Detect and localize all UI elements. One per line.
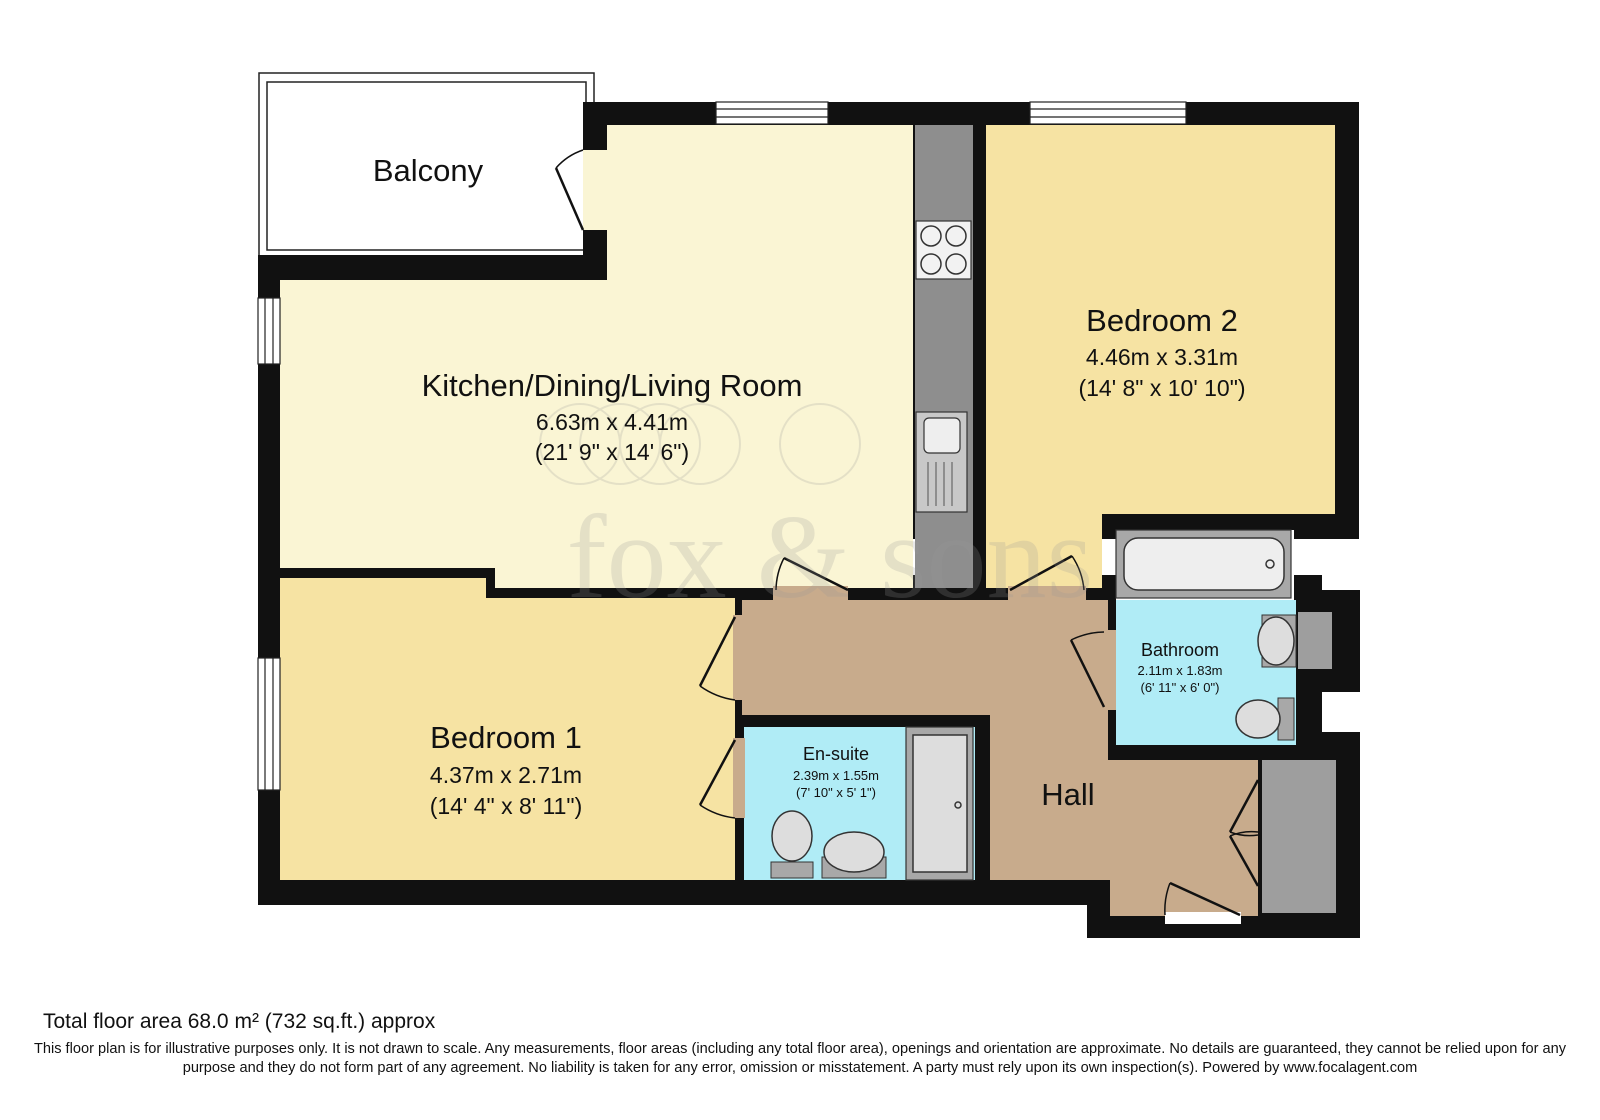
total-floor-area: Total floor area 68.0 m² (732 sq.ft.) ap… xyxy=(43,1010,436,1033)
bathroom-label: Bathroom xyxy=(1141,640,1219,660)
bathroom-imperial: (6' 11" x 6' 0") xyxy=(1141,680,1220,695)
disclaimer: This floor plan is for illustrative purp… xyxy=(33,1041,1567,1076)
kitchen-label: Kitchen/Dining/Living Room xyxy=(422,368,803,403)
door-swing-icon xyxy=(554,149,1260,924)
balcony-area xyxy=(258,72,595,259)
floor-plan: fox & sons Balcony Kitchen/Dining/Living… xyxy=(257,72,1362,938)
room-fills xyxy=(280,125,1336,916)
window-icon xyxy=(257,101,1187,791)
room-labels: Balcony Kitchen/Dining/Living Room 6.63m… xyxy=(373,153,1246,819)
bedroom2-imperial: (14' 8" x 10' 10") xyxy=(1078,375,1245,401)
hall-floor xyxy=(742,600,1258,916)
bedroom2-floor xyxy=(986,125,1335,588)
wall-notches xyxy=(1322,540,1362,732)
bedroom2-label: Bedroom 2 xyxy=(1086,303,1238,338)
kitchen-worktop xyxy=(915,125,986,588)
bathroom-fixtures xyxy=(1115,529,1297,741)
ensuite-label: En-suite xyxy=(803,744,869,764)
toilet-icon xyxy=(1235,697,1295,741)
kitchen-imperial: (21' 9" x 14' 6") xyxy=(535,439,689,465)
hob-icon xyxy=(915,220,972,280)
kitchen-floor xyxy=(280,125,913,588)
hall-label: Hall xyxy=(1041,777,1094,812)
ensuite-metric: 2.39m x 1.55m xyxy=(793,768,879,783)
watermark: fox & sons xyxy=(539,403,1094,623)
kitchen-metric: 6.63m x 4.41m xyxy=(536,409,688,435)
bedroom1-floor xyxy=(280,578,735,880)
watermark-text: fox & sons xyxy=(567,490,1094,623)
bathroom-metric: 2.11m x 1.83m xyxy=(1137,663,1222,678)
bedroom1-imperial: (14' 4" x 8' 11") xyxy=(430,793,583,819)
balcony-label: Balcony xyxy=(373,153,484,188)
footer: Total floor area 68.0 m² (732 sq.ft.) ap… xyxy=(0,1010,1600,1120)
hall-cupboard xyxy=(1262,760,1336,913)
ensuite-fixtures xyxy=(770,726,974,881)
bathroom-cupboard xyxy=(1298,612,1332,669)
basin-icon xyxy=(1257,614,1297,668)
ensuite-imperial: (7' 10" x 5' 1") xyxy=(796,785,876,800)
basin-icon xyxy=(821,831,887,879)
bedroom2-metric: 4.46m x 3.31m xyxy=(1086,344,1238,370)
toilet-icon xyxy=(770,810,814,879)
shower-tray-icon xyxy=(905,726,974,881)
bath-icon xyxy=(1115,529,1292,599)
bedroom1-metric: 4.37m x 2.71m xyxy=(430,762,582,788)
bedroom1-label: Bedroom 1 xyxy=(430,720,582,755)
sink-icon xyxy=(915,411,968,513)
